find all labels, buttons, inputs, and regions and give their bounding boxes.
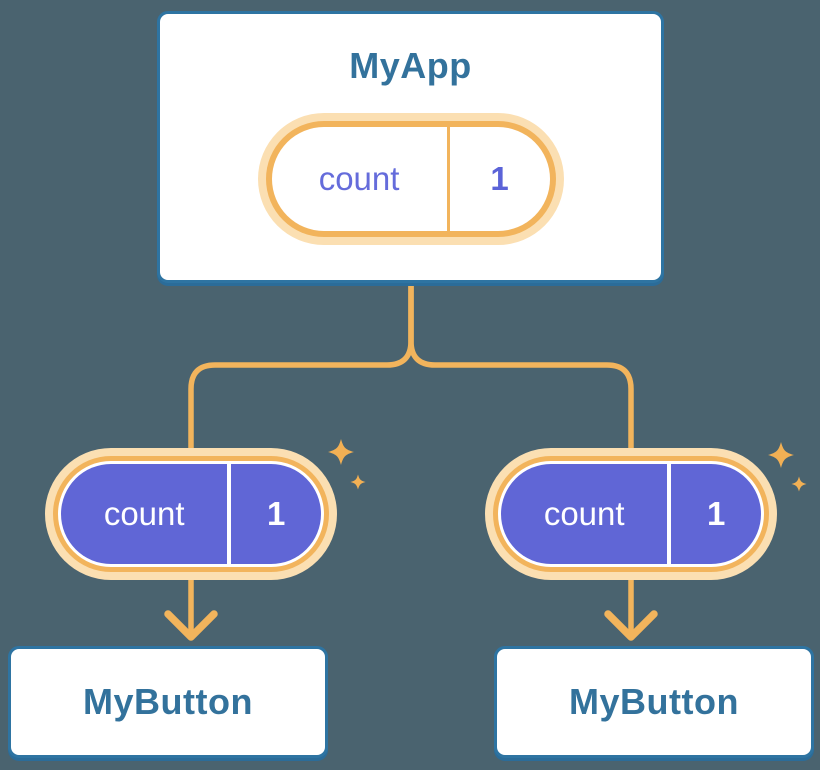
arrowhead-down-icon xyxy=(164,610,218,641)
child-component-title: MyButton xyxy=(569,681,739,722)
state-value: 1 xyxy=(490,160,509,197)
prop-pill-left: count 1 xyxy=(45,448,337,580)
prop-pill-right: count 1 xyxy=(485,448,777,580)
child-component-card-right: MyButton xyxy=(494,646,814,758)
state-value: 1 xyxy=(707,495,726,532)
arrowhead-down-icon xyxy=(604,610,658,641)
parent-component-title: MyApp xyxy=(349,45,472,86)
connector-right xyxy=(408,284,634,452)
parent-component-card: MyApp count 1 xyxy=(157,11,664,283)
child-component-card-left: MyButton xyxy=(8,646,328,758)
state-name: count xyxy=(318,160,400,197)
state-name: count xyxy=(543,495,625,532)
state-name: count xyxy=(103,495,185,532)
state-value: 1 xyxy=(267,495,286,532)
connector-left xyxy=(188,284,414,452)
parent-state-pill: count 1 xyxy=(257,113,564,245)
child-component-title: MyButton xyxy=(83,681,253,722)
